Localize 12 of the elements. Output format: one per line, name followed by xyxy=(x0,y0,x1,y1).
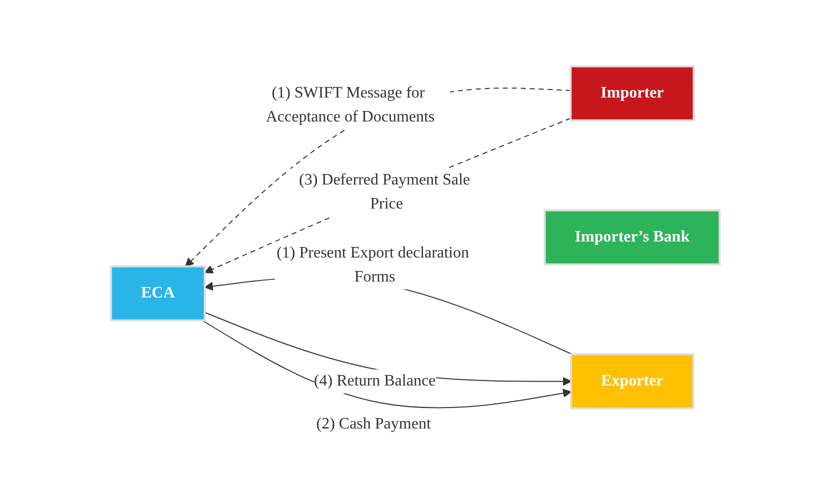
arrow xyxy=(204,118,572,274)
arrow xyxy=(202,320,572,408)
edge-label: (2) Cash Payment xyxy=(316,416,432,433)
arrow xyxy=(185,88,572,267)
edge-label: (1) Present Export declaration Forms xyxy=(276,244,470,286)
node-box: Importer xyxy=(570,65,695,122)
node-box: ECA xyxy=(110,265,206,322)
node-box: Importer’s Bank xyxy=(544,209,721,266)
node-box: Exporter xyxy=(570,353,694,410)
edge-label: (1) SWIFT Message for Acceptance of Documents xyxy=(266,84,435,126)
edge-label: (4) Return Balance xyxy=(314,372,436,390)
edge-label: (3) Deferred Payment Sale Price xyxy=(299,172,470,213)
